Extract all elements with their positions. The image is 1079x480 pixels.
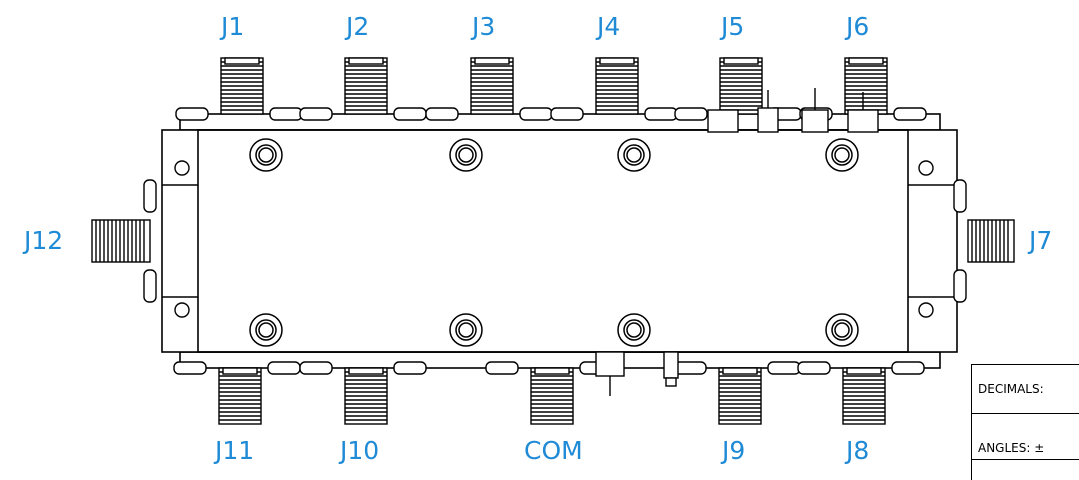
port-label-j12: J12 xyxy=(24,226,64,255)
connector-bottom-5 xyxy=(842,367,886,425)
connector-top-3 xyxy=(470,57,514,115)
port-label-j3: J3 xyxy=(472,12,496,41)
nut-top-left-4 xyxy=(550,107,584,121)
angles-label: ANGLES: ± xyxy=(978,441,1045,455)
lid-screw-4 xyxy=(825,138,859,172)
connector-top-5 xyxy=(719,57,763,115)
connector-top-6 xyxy=(844,57,888,115)
connector-top-4 xyxy=(595,57,639,115)
port-label-j1: J1 xyxy=(221,12,245,41)
enclosure-body xyxy=(161,113,958,369)
title-block: DECIMALS: ANGLES: ± xyxy=(971,364,1079,480)
port-label-j11: J11 xyxy=(215,436,255,465)
nut-right-lower xyxy=(953,269,967,303)
nut-right-upper xyxy=(953,179,967,213)
corner-hole-4 xyxy=(918,302,934,318)
connector-bottom-3 xyxy=(530,367,574,425)
lid-screw-8 xyxy=(825,313,859,347)
corner-hole-3 xyxy=(918,160,934,176)
port-label-j8: J8 xyxy=(846,436,870,465)
connector-bottom-2 xyxy=(344,367,388,425)
nut-top-right-1 xyxy=(269,107,303,121)
sma-connectors xyxy=(91,57,1015,425)
lid-screw-5 xyxy=(249,313,283,347)
title-block-row-decimals: DECIMALS: xyxy=(972,365,1079,414)
nut-top-left-3 xyxy=(425,107,459,121)
port-label-j5: J5 xyxy=(721,12,745,41)
nut-left-upper xyxy=(143,179,157,213)
decimals-label: DECIMALS: xyxy=(978,382,1044,396)
connector-left xyxy=(91,219,151,263)
nut-left-lower xyxy=(143,269,157,303)
port-label-j2: J2 xyxy=(346,12,370,41)
trim-details xyxy=(595,88,879,396)
port-label-j6: J6 xyxy=(846,12,870,41)
lid-screw-2 xyxy=(449,138,483,172)
title-block-row-angles: ANGLES: ± xyxy=(972,414,1079,460)
connector-top-2 xyxy=(344,57,388,115)
nut-top-right-2 xyxy=(393,107,427,121)
port-label-j7: J7 xyxy=(1029,226,1053,255)
lid-screw-6 xyxy=(449,313,483,347)
connector-top-1 xyxy=(220,57,264,115)
nut-bottom-right-4 xyxy=(767,361,801,375)
nut-bottom-left-2 xyxy=(299,361,333,375)
nut-bottom-left-1 xyxy=(173,361,207,375)
mounting-screws xyxy=(143,107,967,375)
port-label-j10: J10 xyxy=(340,436,380,465)
nut-bottom-left-3 xyxy=(485,361,519,375)
nut-bottom-left-5 xyxy=(797,361,831,375)
nut-top-right-4 xyxy=(644,107,678,121)
nut-top-left-5 xyxy=(674,107,708,121)
port-label-j4: J4 xyxy=(597,12,621,41)
corner-hole-2 xyxy=(174,302,190,318)
port-label-j9: J9 xyxy=(722,436,746,465)
lid-screw-7 xyxy=(617,313,651,347)
lid-screw-1 xyxy=(249,138,283,172)
connector-right xyxy=(967,219,1015,263)
connector-bottom-4 xyxy=(718,367,762,425)
nut-top-left-1 xyxy=(175,107,209,121)
nut-top-left-2 xyxy=(299,107,333,121)
nut-top-right-3 xyxy=(519,107,553,121)
nut-bottom-left-4 xyxy=(673,361,707,375)
nut-top-right-6 xyxy=(893,107,927,121)
nut-bottom-right-1 xyxy=(267,361,301,375)
lid-screw-3 xyxy=(617,138,651,172)
nut-bottom-right-5 xyxy=(891,361,925,375)
corner-hole-1 xyxy=(174,160,190,176)
connector-bottom-1 xyxy=(218,367,262,425)
port-label-com: COM xyxy=(524,436,583,465)
nut-bottom-right-2 xyxy=(393,361,427,375)
